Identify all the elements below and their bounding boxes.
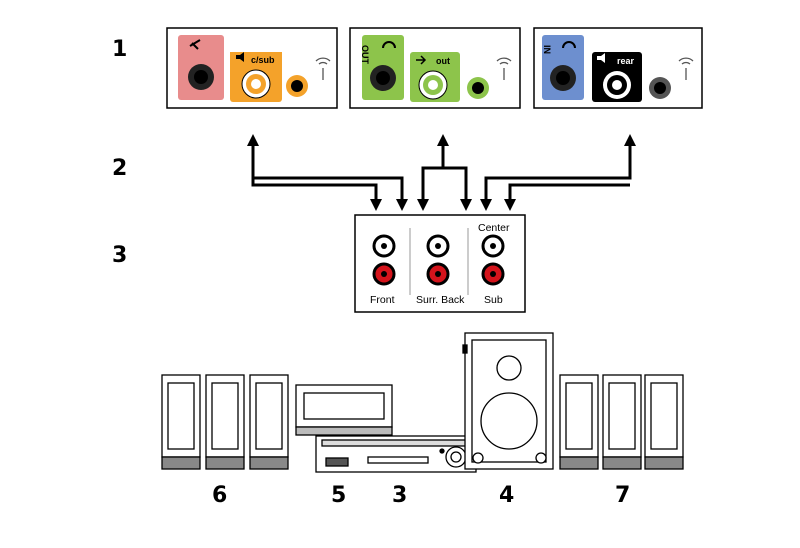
arrow-right-outer [504,183,630,211]
microphone-icon [189,39,201,50]
speaker-tower [249,374,289,470]
arrow-out-icon [416,55,427,65]
center-label: Center [478,222,510,234]
speaker-icon [236,52,244,62]
step-number-1: 1 [112,37,127,62]
surround-back-jacks [426,234,450,286]
callout-7: 7 [615,483,630,508]
receiver-panel: Center Front Surr. Back Sub [354,214,526,313]
step-number-3: 3 [112,243,127,268]
callout-4: 4 [499,483,514,508]
audio-icon [496,57,512,80]
headphone-icon [382,41,396,49]
speaker-tower [644,374,684,470]
step-number-2: 2 [112,156,127,181]
audio-panel-3: IN rear [533,27,703,109]
center-speaker [295,384,393,436]
callout-3: 3 [392,483,407,508]
arrow-center [417,134,449,211]
right-speakers [559,374,684,470]
connection-arrows [247,134,636,211]
surround-back-label: Surr. Back [416,294,465,306]
speaker-tower [559,374,599,470]
audio-icon [315,57,331,80]
front-jacks [372,234,396,286]
audio-icon [678,57,694,80]
out-jack-label: out [436,56,450,66]
in-label: IN [542,45,552,54]
line-in-icon [562,41,576,49]
audio-panel-2: OUT out [349,27,521,109]
arrow-right-inner [480,134,636,211]
rear-label: rear [617,56,635,66]
arrow-left-inner [253,176,408,211]
center-sub-label: c/sub [251,55,275,65]
callout-6: 6 [212,483,227,508]
speaker-tower [205,374,245,470]
speaker-tower [602,374,642,470]
callout-5: 5 [331,483,346,508]
speaker-icon [597,53,605,63]
sub-label: Sub [484,294,503,306]
front-label: Front [370,294,395,306]
center-sub-jacks [481,234,505,286]
subwoofer [462,332,554,470]
out-label: OUT [360,45,370,65]
left-speakers [161,374,289,470]
av-receiver [315,435,477,473]
audio-panel-1: c/sub [166,27,338,109]
speaker-tower [161,374,201,470]
arrow-center-right [443,166,472,211]
arrow-left-outer [247,134,382,211]
